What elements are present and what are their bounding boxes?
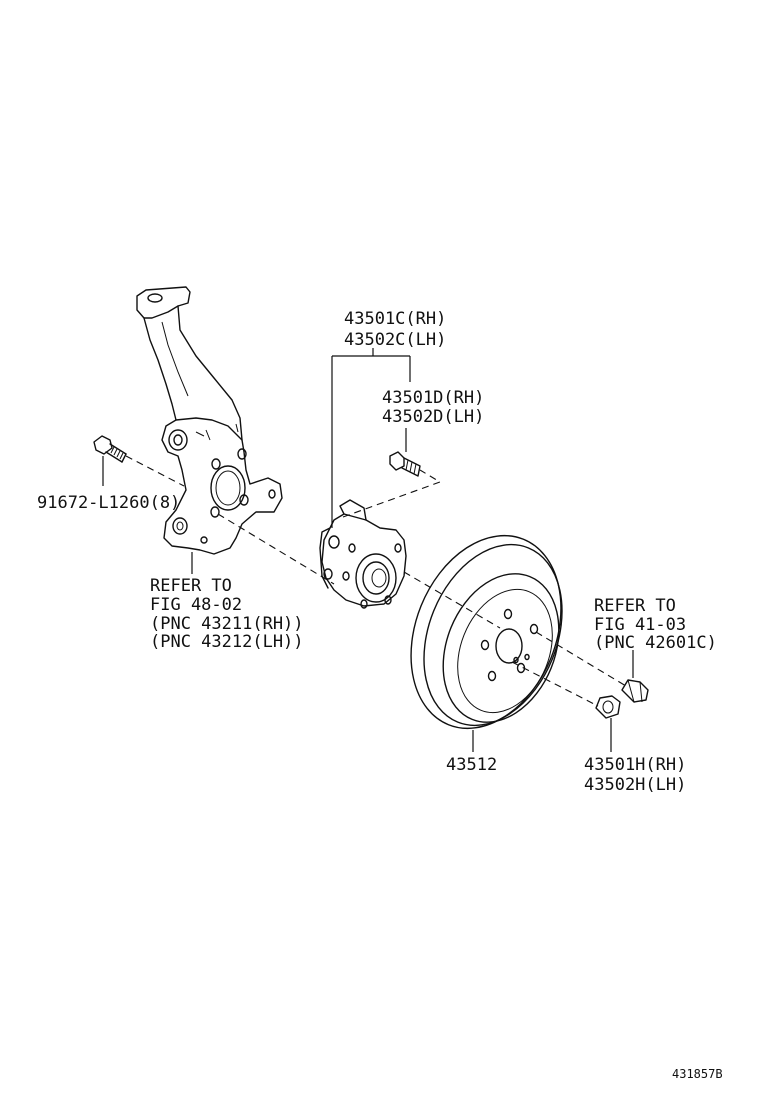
hub-bearing-assembly (319, 499, 407, 609)
hub-assembly-label-lh: 43502C(LH) (344, 330, 446, 350)
brake-disc (410, 534, 563, 730)
disc-label: 43512 (446, 755, 497, 775)
hub-nut-refer-line-1: REFER TO (594, 596, 676, 616)
hub-bolt-label-rh: 43501D(RH) (382, 388, 484, 408)
leader-lines (102, 348, 634, 752)
hub-nut-refer-line-3: (PNC 42601C) (594, 633, 717, 653)
knuckle-refer-line-4: (PNC 43212(LH)) (150, 632, 304, 652)
hub-bolt (389, 451, 421, 477)
hub-nut-label-rh: 43501H(RH) (584, 755, 686, 775)
hub-nut (595, 695, 621, 719)
hub-bolt-label-lh: 43502D(LH) (382, 407, 484, 427)
knuckle-refer-line-3: (PNC 43211(RH)) (150, 614, 304, 634)
hub-nut-label-lh: 43502H(LH) (584, 775, 686, 795)
hub-nut-refer-line-2: FIG 41-03 (594, 615, 686, 635)
wheel-nut (621, 679, 649, 703)
knuckle-bolt (93, 435, 127, 463)
knuckle-bolt-label: 91672-L1260(8) (37, 493, 180, 513)
steering-knuckle (136, 286, 283, 555)
figure-id: 431857B (672, 1067, 723, 1081)
knuckle-refer-line-2: FIG 48-02 (150, 595, 242, 615)
assembly-lines (125, 455, 627, 707)
knuckle-refer-line-1: REFER TO (150, 576, 232, 596)
hub-assembly-label-rh: 43501C(RH) (344, 309, 446, 329)
